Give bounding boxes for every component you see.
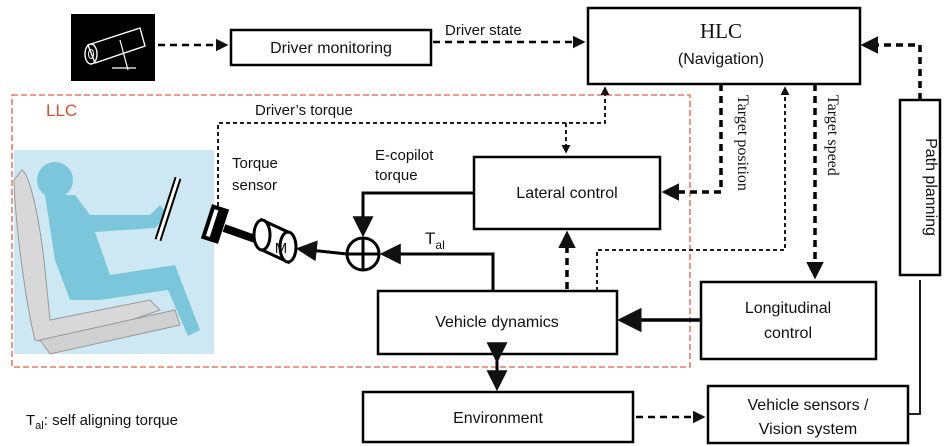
path-planning-block xyxy=(898,98,942,277)
summing-junction-icon xyxy=(345,236,381,272)
hlc-title: HLC xyxy=(700,19,742,43)
vehicle-sensors-block xyxy=(706,384,910,445)
target-speed-label: Target speed xyxy=(824,95,841,176)
vehicle-feedback-line xyxy=(596,86,790,291)
camera-icon xyxy=(71,14,155,81)
ecopilot-label-2: torque xyxy=(375,167,418,184)
vehicle-sensors-label-1: Vehicle sensors / xyxy=(748,397,870,414)
environment-label: Environment xyxy=(453,410,543,427)
target-position-label: Target position xyxy=(734,95,751,191)
path-planning-label: Path planning xyxy=(922,138,939,236)
llc-region xyxy=(11,94,691,368)
ecopilot-torque-arrow xyxy=(352,191,474,238)
longitudinal-control-label-2: control xyxy=(764,325,812,342)
vehicle-sensors-label-2: Vision system xyxy=(759,421,857,438)
svg-text:M: M xyxy=(275,240,288,257)
target-position-arrow xyxy=(661,84,723,201)
longitudinal-control-label-1: Longitudinal xyxy=(745,300,831,317)
ecopilot-label-1: E-copilot xyxy=(375,147,434,164)
llc-label: LLC xyxy=(46,101,77,120)
steering-wheel-icon xyxy=(154,176,260,244)
path-planning-to-hlc-arrow xyxy=(860,36,922,100)
torque-sensor-label-1: Torque xyxy=(232,155,278,172)
vehicle-dynamics-label: Vehicle dynamics xyxy=(435,314,559,331)
longitudinal-control-block xyxy=(699,280,878,361)
torque-sensor-label-2: sensor xyxy=(232,177,277,194)
drivers-torque-label: Driver’s torque xyxy=(255,102,353,119)
environment-block xyxy=(361,390,635,444)
driver-monitoring-block xyxy=(229,28,433,67)
tal-arrow xyxy=(379,243,495,291)
hlc-subtitle: (Navigation) xyxy=(678,51,764,68)
drivers-torque-line xyxy=(217,86,610,206)
motor-icon: M xyxy=(252,217,298,265)
sensors-to-path-planning-line xyxy=(908,280,921,415)
driver-state-label: Driver state xyxy=(445,22,522,39)
legend: Tal: self aligning torque xyxy=(26,412,178,432)
driver-monitoring-label: Driver monitoring xyxy=(270,40,392,57)
hlc-block xyxy=(586,6,862,86)
lateral-control-label: Lateral control xyxy=(516,185,617,202)
tal-label: Tal xyxy=(425,229,445,252)
driver-seated-icon xyxy=(13,150,214,355)
sum-to-motor-arrow xyxy=(295,240,348,262)
